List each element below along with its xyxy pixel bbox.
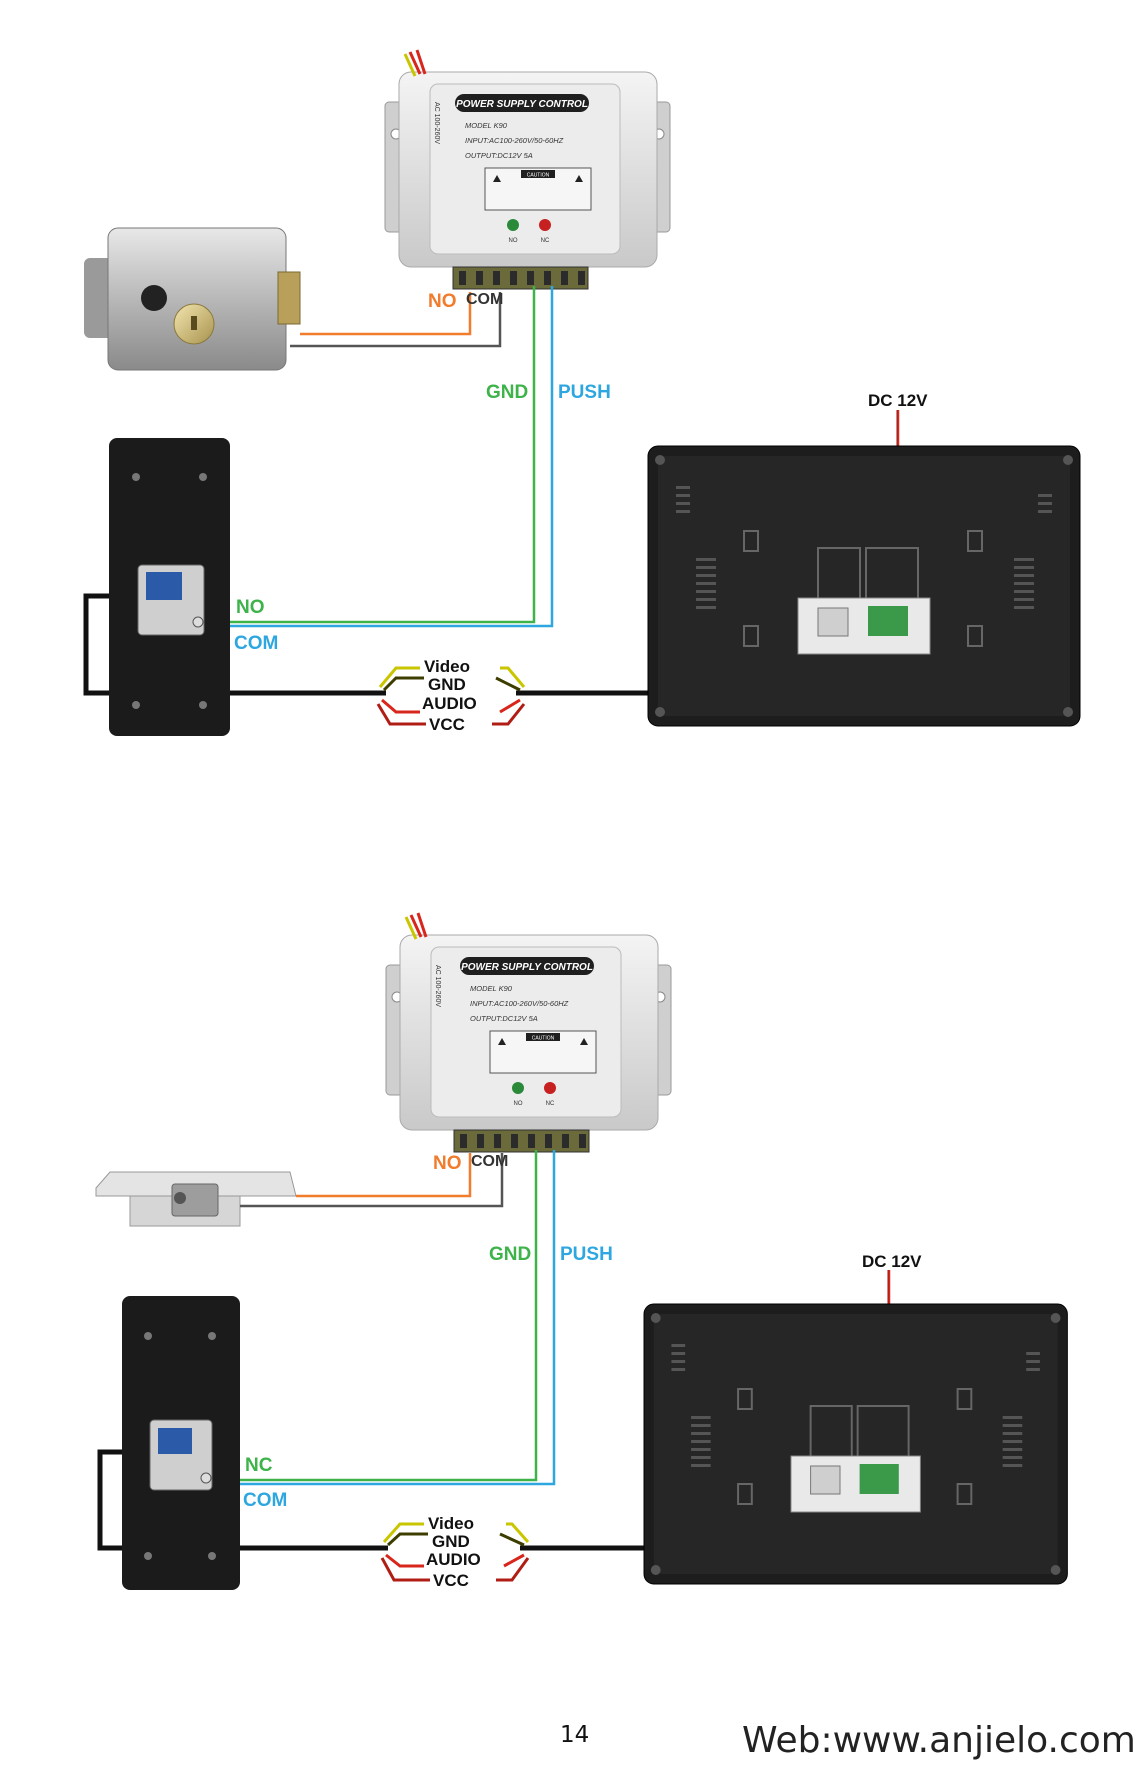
led-red-icon-2 — [544, 1082, 556, 1094]
psu-model: MODEL K90 — [465, 121, 508, 130]
cable-video-1: Video — [424, 657, 470, 676]
psu-input: INPUT:AC100-260V/50-60HZ — [465, 136, 564, 145]
psu-caution-2: CAUTION — [532, 1036, 555, 1042]
psu-no-label-2: NO — [433, 1153, 462, 1174]
page-number: 14 — [560, 1722, 590, 1748]
led-red-icon — [539, 219, 551, 231]
cable-gnd-2: GND — [432, 1532, 470, 1551]
gnd-label-2: GND — [489, 1244, 532, 1265]
cable-audio-1: AUDIO — [422, 694, 477, 713]
exit-button-1 — [109, 438, 230, 736]
psu-side-label-2: AC 100-260V — [434, 965, 441, 1007]
cable-symbol-1 — [376, 666, 526, 726]
cable-vcc-2: VCC — [433, 1571, 469, 1590]
exit-terminal-2-label-1: COM — [234, 633, 279, 654]
exit-terminal-1-label-2: NC — [245, 1455, 273, 1476]
exit-terminal-1-label-1: NO — [236, 597, 265, 618]
psu-side-label: AC 100-260V — [433, 102, 440, 144]
led-green-icon-2 — [512, 1082, 524, 1094]
psu-model-2: MODEL K90 — [470, 984, 513, 993]
psu-led-no: NO — [509, 238, 518, 244]
exit-button-2 — [122, 1296, 240, 1590]
psu-led-no-2: NO — [514, 1101, 523, 1107]
psu-no-label-1: NO — [428, 291, 457, 312]
electric-strike — [95, 1171, 297, 1227]
cable-audio-2: AUDIO — [426, 1550, 481, 1569]
psu-output: OUTPUT:DC12V 5A — [465, 151, 533, 160]
cable-symbol-2 — [380, 1522, 530, 1582]
psu-output-2: OUTPUT:DC12V 5A — [470, 1014, 538, 1023]
dc12v-label-1: DC 12V — [868, 391, 928, 410]
indoor-monitor-1 — [647, 445, 1081, 727]
website-link[interactable]: Web:www.anjielo.com — [742, 1720, 1136, 1761]
led-green-icon — [507, 219, 519, 231]
exit-terminal-2-label-2: COM — [243, 1490, 288, 1511]
dc12v-label-2: DC 12V — [862, 1252, 922, 1271]
psu-title: POWER SUPPLY CONTROL — [456, 99, 588, 110]
lock-button-icon — [141, 285, 167, 311]
psu-led-nc: NC — [541, 238, 550, 244]
psu-input-2: INPUT:AC100-260V/50-60HZ — [470, 999, 569, 1008]
electric-rim-lock — [84, 227, 301, 371]
push-label-1: PUSH — [558, 382, 611, 403]
power-supply-unit: POWER SUPPLY CONTROL MODEL K90 INPUT:AC1… — [384, 49, 671, 290]
psu-caution: CAUTION — [527, 173, 550, 179]
psu-led-nc-2: NC — [546, 1101, 555, 1107]
cable-vcc-1: VCC — [429, 715, 465, 734]
diagram-1: POWER SUPPLY CONTROL MODEL K90 INPUT:AC1… — [83, 49, 1081, 736]
push-label-2: PUSH — [560, 1244, 613, 1265]
psu-com-label-2: COM — [471, 1153, 509, 1170]
indoor-monitor-2 — [643, 1303, 1069, 1585]
psu-com-label-1: COM — [466, 291, 504, 308]
cable-video-2: Video — [428, 1514, 474, 1533]
cable-gnd-1: GND — [428, 675, 466, 694]
psu-title-2: POWER SUPPLY CONTROL — [461, 962, 593, 973]
diagram-2: POWER SUPPLY CONTROL MODEL K90 INPUT:AC1… — [95, 912, 1069, 1590]
gnd-label-1: GND — [486, 382, 529, 403]
power-supply-unit-2: POWER SUPPLY CONTROL MODEL K90 INPUT:AC1… — [385, 912, 672, 1153]
